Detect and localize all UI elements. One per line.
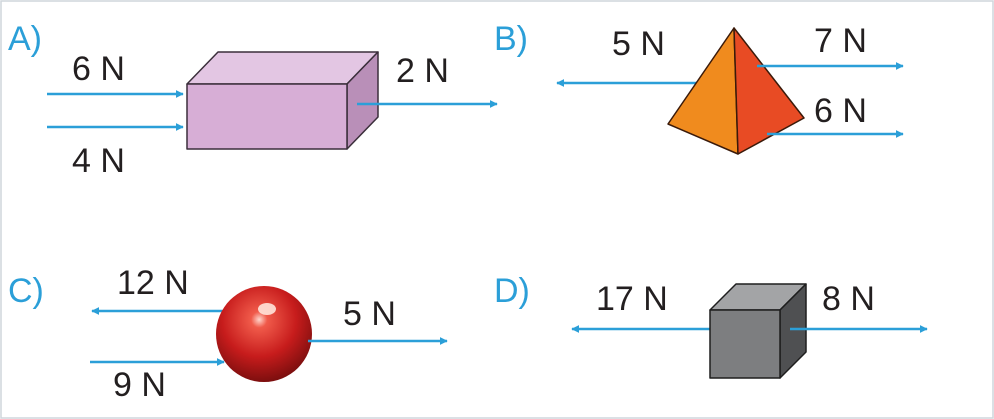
force-a-3-label: 2 N bbox=[396, 52, 449, 90]
force-b-1-label: 5 N bbox=[612, 25, 665, 63]
panel-b: B) 5 N 7 N 6 N bbox=[494, 20, 904, 155]
force-b-3-label: 6 N bbox=[814, 92, 867, 130]
gray-cube bbox=[709, 283, 807, 379]
purple-box bbox=[186, 51, 379, 150]
force-d-2-label: 8 N bbox=[822, 280, 875, 318]
force-c-1-label: 12 N bbox=[117, 264, 189, 302]
force-c-2-label: 9 N bbox=[113, 366, 166, 404]
panel-a-label: A) bbox=[8, 20, 42, 58]
panel-c: C) 12 N 9 N 5 N bbox=[8, 264, 448, 404]
force-d-1-label: 17 N bbox=[596, 280, 668, 318]
panel-c-label: C) bbox=[8, 272, 44, 310]
force-a-2-label: 4 N bbox=[72, 142, 125, 180]
panel-d-label: D) bbox=[494, 272, 530, 310]
force-b-2-label: 7 N bbox=[814, 22, 867, 60]
panel-d: D) 17 N 8 N bbox=[494, 272, 928, 379]
panel-b-label: B) bbox=[494, 20, 528, 58]
red-sphere bbox=[216, 286, 312, 382]
force-c-3-label: 5 N bbox=[343, 295, 396, 333]
force-a-1-label: 6 N bbox=[72, 50, 125, 88]
orange-pyramid bbox=[667, 27, 805, 155]
panel-a: A) 6 N 4 N 2 N bbox=[8, 20, 498, 180]
